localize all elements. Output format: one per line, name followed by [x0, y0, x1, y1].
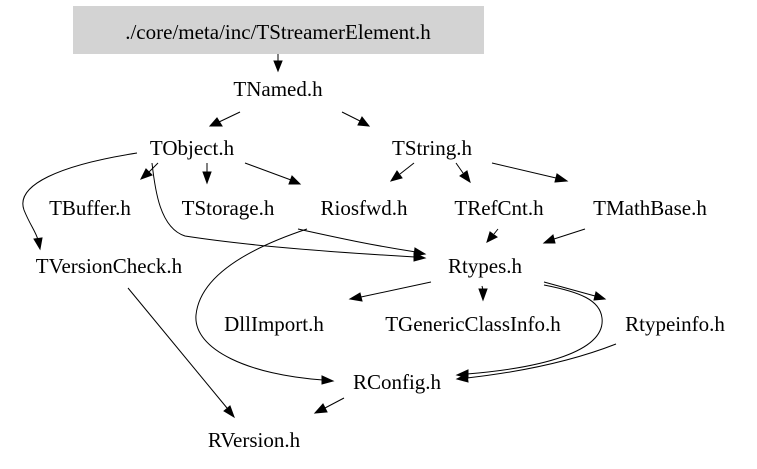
- edge-rtypes-rtypeinfo: [543, 281, 596, 297]
- arrowhead: [455, 373, 469, 383]
- node-dllimport[interactable]: DllImport.h: [224, 312, 324, 336]
- arrowhead: [459, 170, 471, 184]
- node-tmathbase[interactable]: TMathBase.h: [593, 196, 707, 220]
- node-tbuffer[interactable]: TBuffer.h: [49, 196, 131, 220]
- edge-tstring-riosfwd: [399, 162, 415, 175]
- edge-tobject-riosfwd: [244, 162, 292, 181]
- node-tstreamerelement[interactable]: ./core/meta/inc/TStreamerElement.h: [73, 6, 484, 54]
- edge-tobject-tversioncheck: [22, 152, 138, 241]
- arrowhead: [223, 405, 235, 419]
- arrowhead: [554, 173, 569, 183]
- arrowhead: [33, 237, 43, 251]
- arrowhead: [288, 175, 302, 185]
- arrowhead: [139, 168, 153, 180]
- node-tversioncheck[interactable]: TVersionCheck.h: [36, 254, 183, 278]
- edge-tnamed-tobject: [218, 111, 241, 123]
- edge-tversioncheck-rversion: [127, 287, 228, 409]
- node-rversion[interactable]: RVersion.h: [208, 428, 301, 452]
- edge-riosfwd-rtypes: [297, 228, 417, 253]
- node-tgenericclassinfo[interactable]: TGenericClassInfo.h: [385, 312, 561, 336]
- edge-tmathbase-rtypes: [553, 228, 586, 240]
- edges: [22, 54, 617, 419]
- node-rconfig[interactable]: RConfig.h: [353, 370, 442, 394]
- node-trefcnt[interactable]: TRefCnt.h: [454, 196, 544, 220]
- edge-rconfig-rversion: [324, 397, 345, 409]
- arrowhead: [357, 116, 371, 127]
- node-tstring[interactable]: TString.h: [392, 136, 472, 160]
- arrowhead: [202, 171, 212, 185]
- arrowhead: [313, 403, 328, 414]
- arrowhead: [542, 234, 556, 244]
- arrowhead: [348, 292, 363, 302]
- arrowhead: [208, 117, 223, 127]
- edge-rtypeinfo-rconfig: [466, 343, 617, 379]
- edge-tobject-tbuffer: [148, 162, 159, 173]
- edge-trefcnt-rtypes: [493, 228, 499, 235]
- edge-tstring-tmathbase: [491, 162, 557, 179]
- edge-tstring-trefcnt: [455, 162, 464, 174]
- node-label-tstreamerelement: ./core/meta/inc/TStreamerElement.h: [125, 20, 431, 44]
- edge-tnamed-tstring: [341, 111, 361, 122]
- node-rtypes[interactable]: Rtypes.h: [448, 254, 523, 278]
- arrowhead: [389, 170, 403, 182]
- arrowhead: [273, 60, 283, 73]
- edge-rtypes-dllimport: [360, 281, 432, 298]
- edge-riosfwd-rconfig: [195, 228, 324, 381]
- arrowhead: [478, 288, 488, 302]
- root-node-box: [73, 6, 484, 54]
- arrowhead: [486, 231, 498, 243]
- nodes: TNamed.h TObject.h TString.h TBuffer.h T…: [36, 77, 726, 452]
- arrowhead: [413, 247, 427, 257]
- arrowhead: [321, 375, 335, 385]
- node-tobject[interactable]: TObject.h: [150, 136, 235, 160]
- edge-rtypes-rconfig: [466, 284, 603, 375]
- node-riosfwd[interactable]: Riosfwd.h: [321, 196, 408, 220]
- edge-tobject-rtypes: [151, 162, 416, 258]
- node-tnamed[interactable]: TNamed.h: [233, 77, 323, 101]
- node-tstorage[interactable]: TStorage.h: [182, 196, 275, 220]
- node-rtypeinfo[interactable]: Rtypeinfo.h: [625, 312, 725, 336]
- arrowhead: [593, 291, 607, 301]
